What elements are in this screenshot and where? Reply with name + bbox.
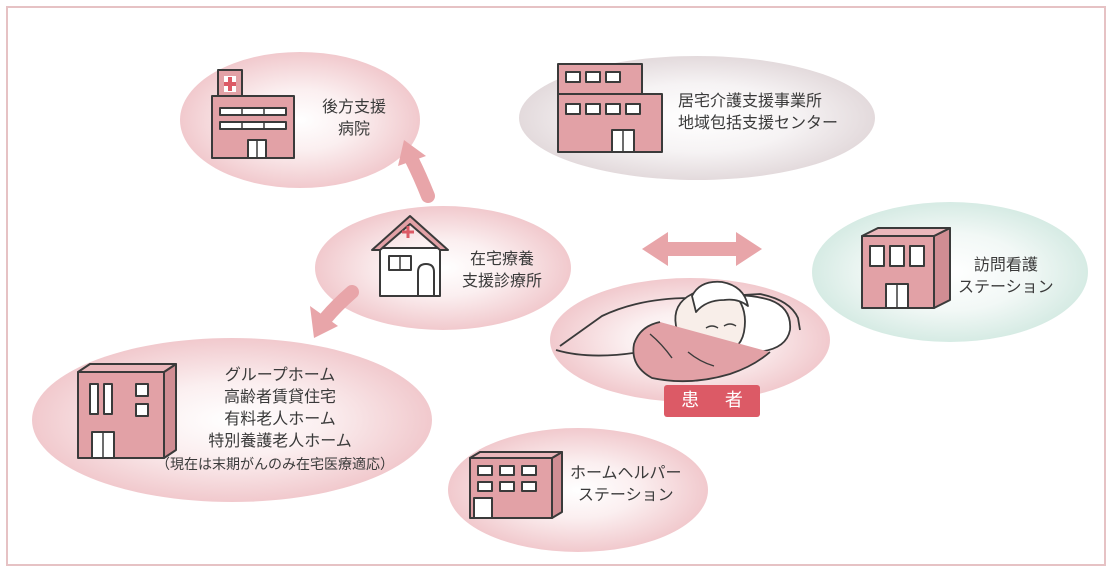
clinic-label: 在宅療養 支援診療所 bbox=[462, 249, 543, 290]
facilities-building-icon bbox=[77, 363, 177, 459]
arrow-to-facilities-head bbox=[310, 306, 338, 338]
patient-in-bed-icon bbox=[555, 280, 801, 383]
hospital-icon bbox=[211, 69, 295, 159]
double-arrow bbox=[642, 232, 762, 266]
clinic-ellipse bbox=[315, 206, 571, 330]
arrow-to-hospital-head bbox=[398, 140, 426, 166]
care-office-icon bbox=[557, 63, 663, 153]
helper-station-icon bbox=[469, 451, 563, 519]
facilities-label: グループホーム 高齢者賃貸住宅 有料老人ホーム 特別養護老人ホーム bbox=[208, 365, 352, 450]
facilities-note: （現在は末期がんのみ在宅医療適応） bbox=[156, 457, 394, 473]
patient-badge: 患 者 bbox=[664, 385, 760, 417]
arrow-to-facilities bbox=[319, 285, 359, 325]
nursing-station-icon bbox=[861, 227, 951, 309]
helper-station-label: ホームヘルパー ステーション bbox=[570, 463, 682, 504]
arrow-to-hospital bbox=[405, 153, 435, 203]
hospital-label: 後方支援 病院 bbox=[322, 97, 387, 138]
care-office-label: 居宅介護支援事業所 地域包括支援センター bbox=[678, 91, 839, 132]
clinic-house-icon bbox=[371, 215, 449, 297]
nursing-station-label: 訪問看護 ステーション bbox=[958, 255, 1054, 296]
